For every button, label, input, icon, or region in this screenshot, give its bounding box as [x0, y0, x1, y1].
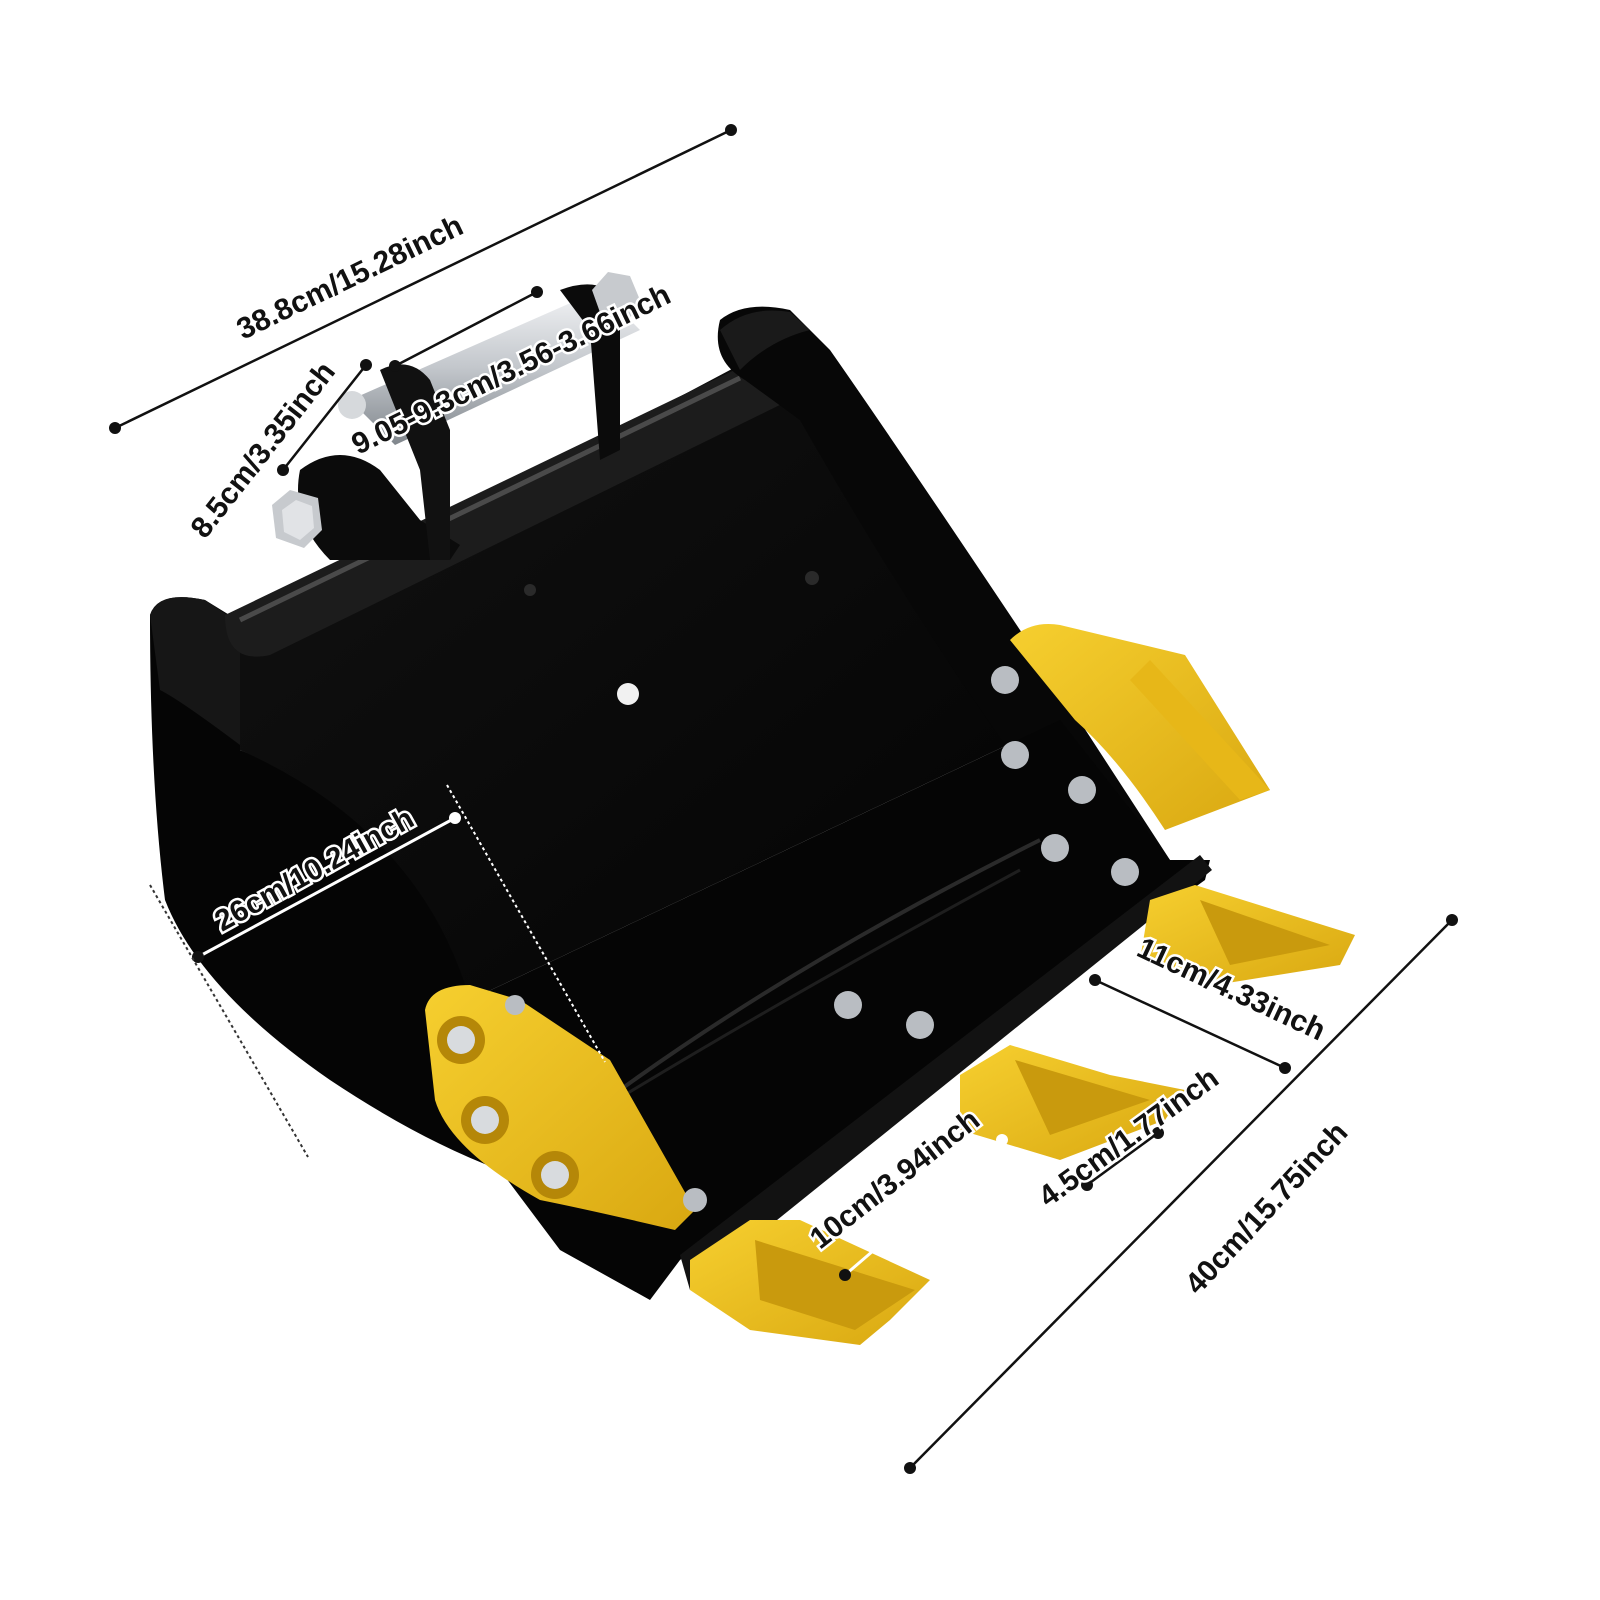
label-bottom-width: 40cm/15.75inch: [1179, 1116, 1354, 1301]
label-top-width: 38.8cm/15.28inch: [232, 209, 469, 346]
side-cutter-right: [1010, 624, 1270, 830]
hitch-ear-left: [298, 455, 460, 560]
bucket-tooth-3: [690, 1220, 930, 1345]
pin-bolt-right: [592, 272, 640, 322]
cutting-edge: [680, 855, 1212, 1290]
pin-bolt-left: [272, 490, 322, 548]
hitch-ear-right: [560, 284, 620, 460]
top-rail: [225, 363, 790, 657]
bucket-tooth-1: [1140, 885, 1355, 985]
bucket-tooth-2: [960, 1045, 1185, 1160]
floor-bolts: [505, 666, 1139, 1212]
side-cutter-left: [425, 985, 695, 1230]
hitch-bracket: [272, 272, 640, 560]
